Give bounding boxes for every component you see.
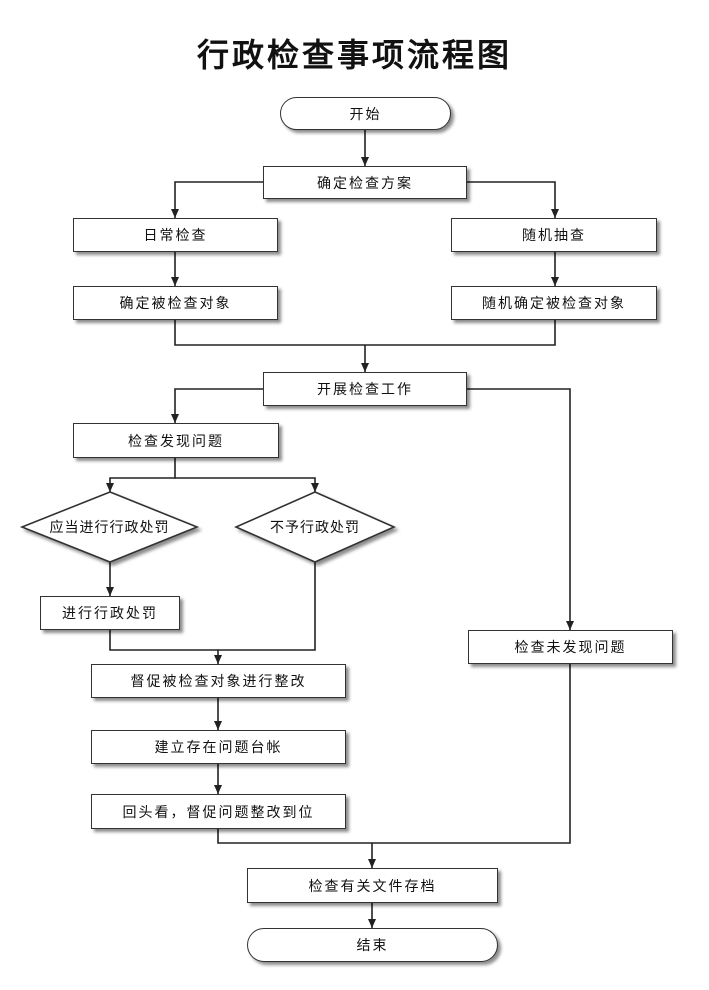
daily-check-node: 日常检查 (73, 218, 278, 252)
plan-node: 确定检查方案 (263, 166, 467, 199)
merge-line-targets (174, 320, 556, 346)
arrow-plan-to-random (467, 181, 559, 218)
should-punish-label: 应当进行行政处罚 (49, 520, 170, 536)
arrow-plan-to-daily (171, 181, 263, 218)
inspection-work-node: 开展检查工作 (263, 372, 467, 406)
daily-target-node: 确定被检查对象 (73, 286, 278, 320)
archive-node: 检查有关文件存档 (247, 868, 498, 903)
arrow-found-to-should-punish (106, 458, 176, 492)
random-check-node: 随机抽查 (451, 218, 657, 252)
random-target-node: 随机确定被检查对象 (451, 286, 657, 320)
do-punish-node: 进行行政处罚 (40, 596, 180, 630)
merge-line-archive (217, 664, 571, 844)
merge-line-punish (109, 562, 316, 651)
start-node: 开始 (280, 97, 451, 130)
problem-found-node: 检查发现问题 (73, 423, 279, 458)
decision-diamond-should-punish (19, 491, 200, 563)
no-punish-label: 不予行政处罚 (270, 520, 360, 536)
arrow-work-to-found (171, 388, 263, 423)
arrow-found-to-no-punish (175, 477, 319, 492)
chart-title: 行政检查事项流程图 (196, 36, 512, 74)
rectify-node: 督促被检查对象进行整改 (91, 664, 346, 698)
review-node: 回头看，督促问题整改到位 (91, 794, 346, 829)
no-problem-node: 检查未发现问题 (468, 630, 673, 664)
end-node: 结束 (247, 928, 498, 962)
ledger-node: 建立存在问题台帐 (91, 730, 346, 764)
arrow-work-to-not-found (467, 388, 574, 630)
decision-diamond-no-punish (234, 491, 396, 563)
